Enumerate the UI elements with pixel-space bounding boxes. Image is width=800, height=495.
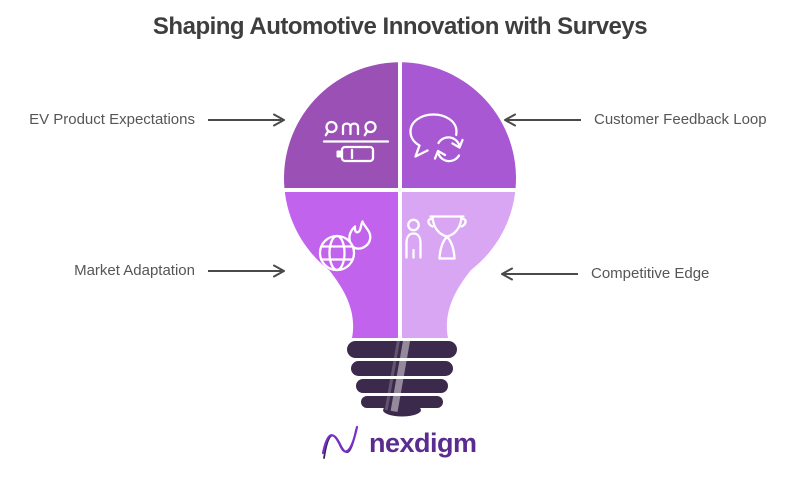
callout-ev-product-expectations: EV Product Expectations	[0, 111, 292, 128]
person-trophy-icon	[405, 215, 467, 260]
callout-label: Market Adaptation	[74, 262, 195, 279]
callout-market-adaptation: Market Adaptation	[0, 262, 292, 279]
callout-label: EV Product Expectations	[29, 111, 195, 128]
callout-label: Customer Feedback Loop	[594, 111, 767, 128]
callout-competitive-edge: Competitive Edge	[494, 265, 709, 282]
nexdigm-logo: nexdigm	[320, 420, 477, 466]
arrow-right-icon	[208, 264, 285, 277]
callout-customer-feedback-loop: Customer Feedback Loop	[497, 111, 767, 128]
bulb-screw-base	[347, 336, 457, 417]
bulb-quadrants	[284, 62, 517, 338]
ev-route-pins-battery-icon	[322, 120, 390, 163]
chat-bubble-refresh-icon	[409, 113, 464, 164]
arrow-right-icon	[208, 113, 285, 126]
arrow-left-icon	[501, 267, 578, 280]
callout-label: Competitive Edge	[591, 265, 710, 282]
nexdigm-wordmark: nexdigm	[369, 427, 477, 458]
base-highlight	[384, 336, 411, 412]
globe-backplate	[320, 236, 354, 270]
globe-flame-icon	[318, 220, 372, 272]
page-title: Shaping Automotive Innovation with Surve…	[152, 13, 648, 40]
arrow-left-icon	[504, 113, 581, 126]
nexdigm-mark-icon	[321, 425, 359, 459]
